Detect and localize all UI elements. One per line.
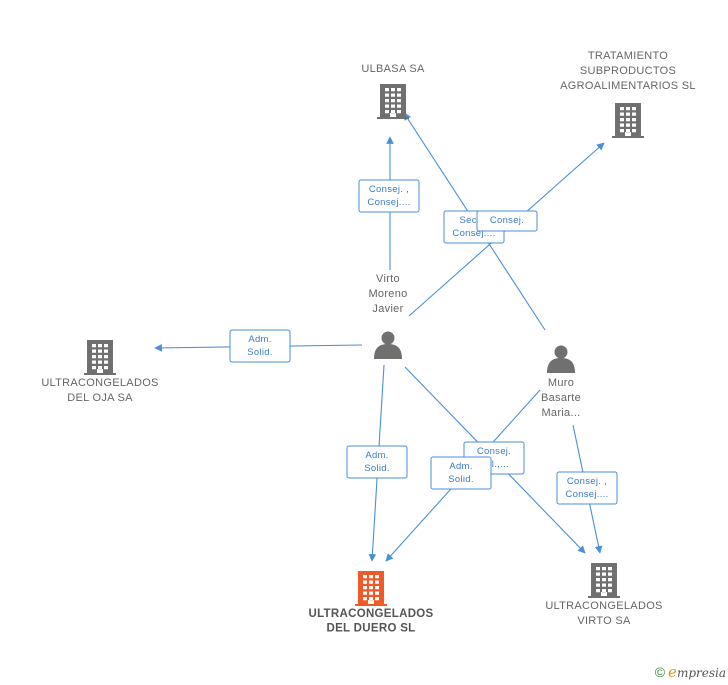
edge-label-text: Consej. bbox=[477, 446, 511, 457]
duero-label-line: DEL DUERO SL bbox=[326, 623, 415, 635]
edge-label-text: Adm. bbox=[449, 461, 472, 472]
ulbasa-building-icon[interactable] bbox=[377, 84, 409, 119]
edge-label-text: Adm. bbox=[365, 450, 388, 461]
oja-label-line: DEL OJA SA bbox=[67, 392, 133, 404]
brand-rest: mpresia bbox=[676, 666, 726, 680]
virtosa-label-line: VIRTO SA bbox=[577, 615, 631, 627]
edge-label-text: Consej.... bbox=[565, 489, 608, 500]
brand-initial: e bbox=[668, 663, 677, 681]
copyright-symbol: © bbox=[654, 664, 666, 680]
edge-label-text: Consej.... bbox=[367, 197, 410, 208]
tratamiento-label-line: AGROALIMENTARIOS SL bbox=[560, 80, 696, 92]
brand-logo[interactable]: empresia bbox=[668, 663, 726, 681]
edge-label-text: Consej.... bbox=[452, 228, 495, 239]
oja-building-icon[interactable] bbox=[84, 340, 116, 375]
muro-label-line: Maria... bbox=[541, 407, 580, 419]
edge-label-text: Solid. bbox=[247, 347, 273, 358]
ulbasa-label-line: ULBASA SA bbox=[361, 63, 425, 75]
muro-label-line: Basarte bbox=[541, 392, 581, 404]
edge-label-muro-duero[interactable]: Adm. Solid. bbox=[430, 456, 492, 490]
muro-label-line: Muro bbox=[548, 377, 574, 389]
muro-person-icon[interactable] bbox=[547, 345, 575, 374]
tratamiento-label-line: SUBPRODUCTOS bbox=[580, 65, 676, 77]
edge-label-text: Consej. bbox=[490, 215, 524, 226]
edge-label-text: Secr. , bbox=[459, 215, 488, 226]
edge-label-text: Solid. bbox=[364, 463, 390, 474]
footer: © empresia bbox=[655, 663, 726, 681]
edge-label-text: Solid. bbox=[448, 474, 474, 485]
nodes-layer: ULBASA SA TRATAMIENTO SUBPRODUCTOS AGROALIM… bbox=[41, 50, 696, 635]
edge-label-virto-tratamiento[interactable]: Consej. bbox=[476, 210, 538, 232]
virto-label-line: Javier bbox=[372, 303, 403, 315]
tratamiento-building-icon[interactable] bbox=[612, 103, 644, 138]
edge-label-virto-ulbasa[interactable]: Consej. , Consej.... bbox=[358, 179, 420, 213]
virto-label-line: Moreno bbox=[368, 288, 407, 300]
duero-building-icon[interactable] bbox=[355, 571, 387, 606]
edge-label-virto-oja[interactable]: Adm. Solid. bbox=[229, 329, 291, 363]
edge-label-muro-virtosa[interactable]: Consej. , Consej.... bbox=[556, 471, 618, 505]
duero-label-line: ULTRACONGELADOS bbox=[308, 608, 433, 620]
edge-label-text: Del.,... bbox=[479, 459, 509, 470]
oja-label-line: ULTRACONGELADOS bbox=[41, 377, 158, 389]
edge-label-text: Adm. bbox=[248, 334, 271, 345]
edge-label-text: Consej. , bbox=[369, 184, 409, 195]
virto-label-line: Virto bbox=[376, 273, 400, 285]
virto-person-icon[interactable] bbox=[374, 331, 402, 360]
edge-label-virto-duero[interactable]: Adm. Solid. bbox=[346, 445, 408, 479]
virtosa-label-line: ULTRACONGELADOS bbox=[545, 600, 662, 612]
edge-labels-layer: Consej. ,Consej....Secr. ,Consej....Cons… bbox=[229, 179, 618, 505]
virtosa-building-icon[interactable] bbox=[588, 563, 620, 598]
tratamiento-label-line: TRATAMIENTO bbox=[588, 50, 668, 62]
edge-label-text: Consej. , bbox=[567, 476, 607, 487]
